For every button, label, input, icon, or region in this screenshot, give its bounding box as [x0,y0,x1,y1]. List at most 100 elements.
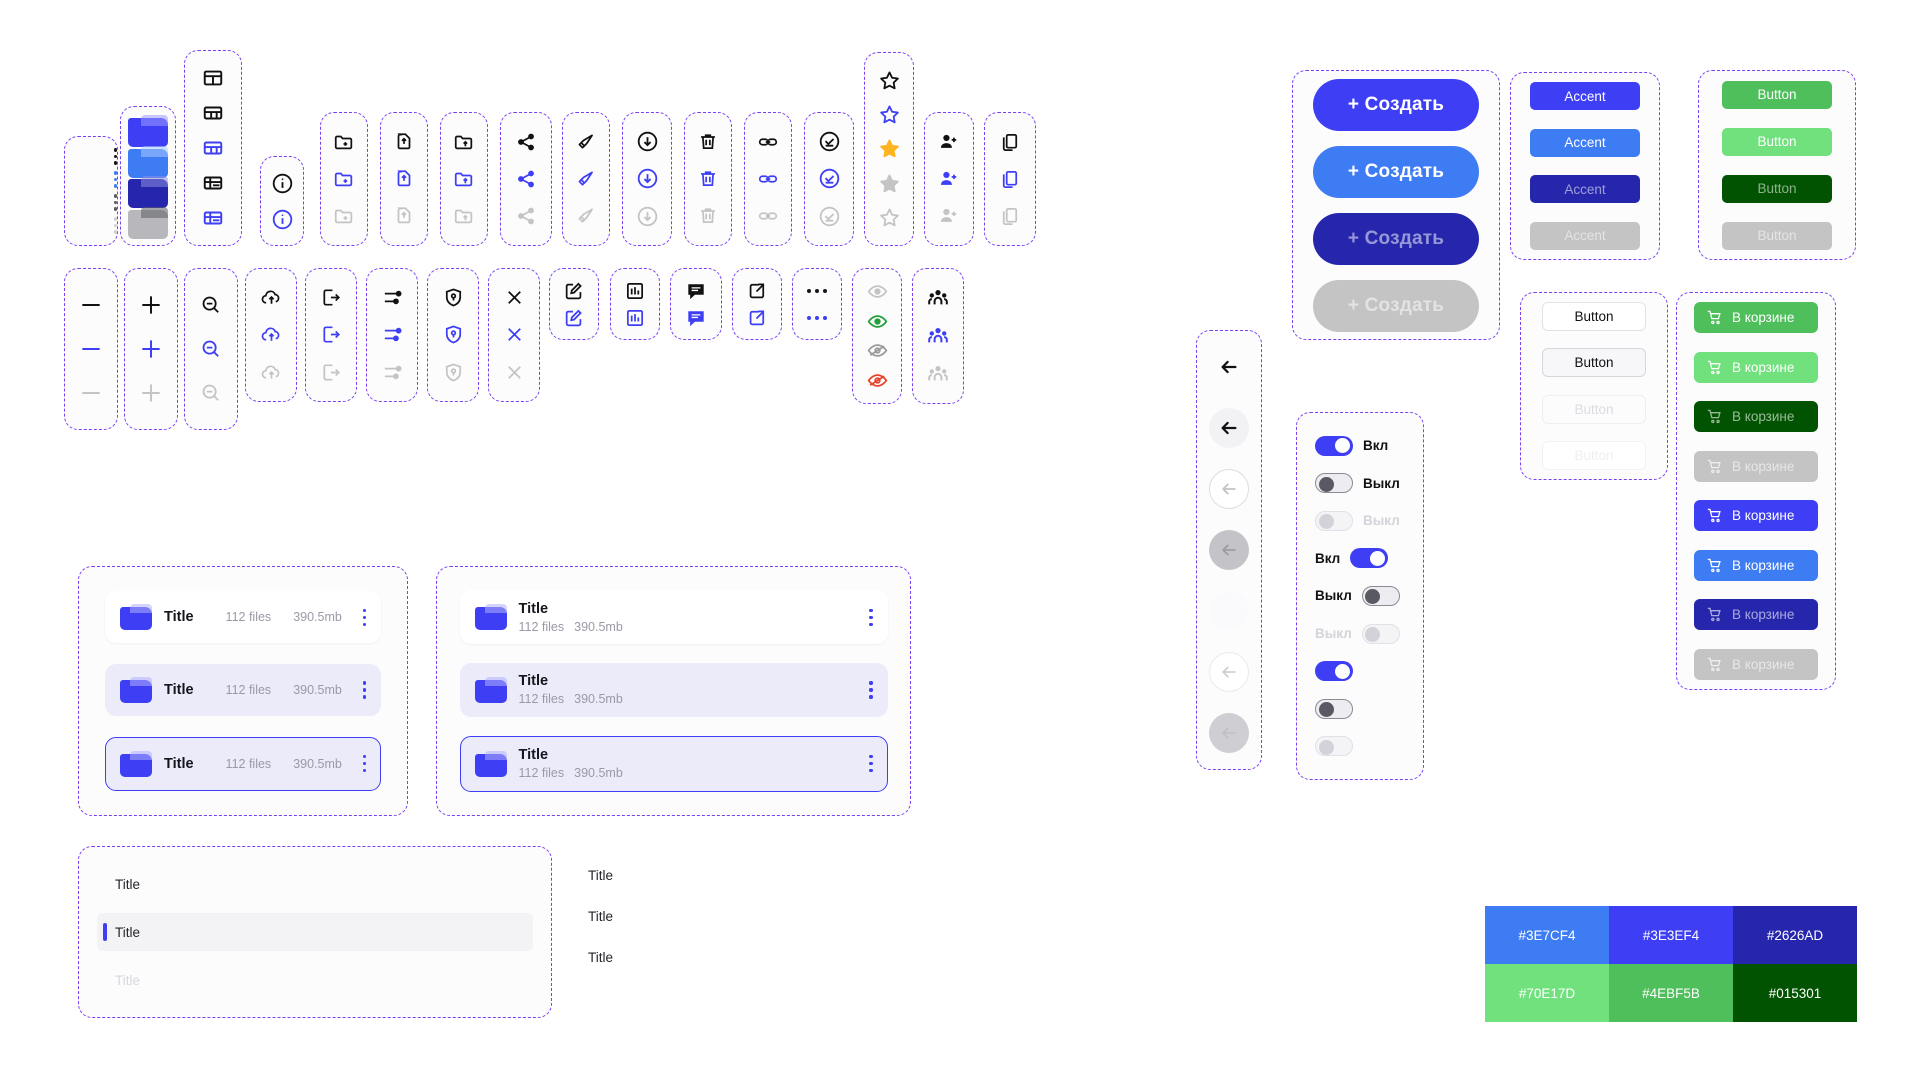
link-icon[interactable] [757,168,779,190]
comment-icon[interactable] [685,307,707,329]
toggle-row[interactable]: Выкл [1315,623,1400,644]
toggle-switch[interactable] [1315,698,1353,719]
check-circle-icon[interactable] [818,205,841,228]
toggle-row[interactable]: Вкл [1315,548,1389,569]
menu-row[interactable]: Title [115,972,141,988]
star-icon[interactable] [878,69,901,92]
toggle-switch[interactable] [1315,736,1353,757]
star-icon[interactable] [878,137,901,160]
info-circle-icon[interactable] [271,208,294,231]
share-icon[interactable] [515,131,537,153]
external-link-icon[interactable] [746,280,768,302]
file-card[interactable]: Title 112 files 390.5mb [105,663,381,716]
kebab-menu-icon[interactable] [113,194,117,211]
grid-view-icon[interactable] [202,67,224,89]
outline-button[interactable]: Button [1542,301,1646,331]
megaphone-icon[interactable] [575,205,597,227]
logout-icon[interactable] [320,323,343,346]
eye-icon[interactable] [866,280,889,303]
accent-chip[interactable]: Accent [1530,221,1640,250]
back-button[interactable] [1209,652,1249,692]
grid-view-icon[interactable] [202,102,224,124]
folder-icon[interactable] [128,145,168,178]
create-button[interactable]: + Создать [1313,279,1479,332]
eye-icon[interactable] [866,310,889,333]
minus-icon[interactable] [78,336,104,362]
accent-chip[interactable]: Accent [1530,175,1640,204]
folder-upload-icon[interactable] [453,131,475,153]
toggle-switch[interactable] [1315,435,1353,456]
sliders-icon[interactable] [381,323,404,346]
trash-icon[interactable] [697,168,719,190]
file-upload-icon[interactable] [393,205,415,227]
cart-button[interactable]: В корзине [1694,648,1818,680]
external-link-icon[interactable] [746,307,768,329]
kebab-menu-icon[interactable] [362,608,366,626]
kebab-menu-icon[interactable] [113,148,117,165]
trash-icon[interactable] [697,205,719,227]
cart-button[interactable]: В корзине [1694,450,1818,482]
toggle-row[interactable]: Выкл [1315,510,1400,531]
kebab-menu-icon[interactable] [362,681,366,699]
share-icon[interactable] [515,168,537,190]
cart-button[interactable]: В корзине [1694,401,1818,433]
minus-icon[interactable] [78,292,104,318]
kebab-menu-icon[interactable] [869,755,873,773]
megaphone-icon[interactable] [575,168,597,190]
plus-icon[interactable] [138,292,164,318]
copy-icon[interactable] [999,168,1021,190]
cart-button[interactable]: В корзине [1694,599,1818,631]
user-add-icon[interactable] [938,131,960,153]
plus-icon[interactable] [138,380,164,406]
folder-add-icon[interactable] [333,131,355,153]
kebab-menu-icon[interactable] [869,608,873,626]
sliders-icon[interactable] [381,361,404,384]
file-card[interactable]: Title 112 files 390.5mb [105,736,381,791]
check-circle-icon[interactable] [818,130,841,153]
info-circle-icon[interactable] [271,172,294,195]
toggle-switch[interactable] [1361,623,1400,644]
link-icon[interactable] [757,131,779,153]
copy-icon[interactable] [999,131,1021,153]
toggle-switch[interactable] [1315,510,1353,531]
cart-button[interactable]: В корзине [1694,549,1818,581]
folder-upload-icon[interactable] [453,168,475,190]
link-icon[interactable] [757,205,779,227]
star-icon[interactable] [878,206,901,229]
kebab-menu-icon[interactable] [869,681,873,699]
star-icon[interactable] [878,103,901,126]
comment-icon[interactable] [685,280,707,302]
megaphone-icon[interactable] [575,131,597,153]
star-icon[interactable] [878,172,901,195]
minus-icon[interactable] [78,380,104,406]
menu-row[interactable]: Title [97,913,533,951]
ellipsis-icon[interactable] [807,288,827,293]
file-card[interactable]: Title 112 files 390.5mb [459,662,888,717]
accent-chip[interactable]: Accent [1530,82,1640,111]
folder-add-icon[interactable] [333,205,355,227]
folder-upload-icon[interactable] [453,205,475,227]
download-circle-icon[interactable] [636,130,659,153]
check-circle-icon[interactable] [818,167,841,190]
logout-icon[interactable] [320,286,343,309]
folder-icon[interactable] [128,176,168,208]
download-circle-icon[interactable] [636,167,659,190]
back-button[interactable] [1209,591,1249,631]
folder-icon[interactable] [128,115,168,147]
download-circle-icon[interactable] [636,205,659,228]
plus-icon[interactable] [138,336,164,362]
list-view-icon[interactable] [202,172,224,194]
green-button[interactable]: Button [1722,80,1832,109]
back-button[interactable] [1209,347,1249,387]
back-button[interactable] [1209,530,1249,570]
eye-off-icon[interactable] [866,369,889,392]
cart-button[interactable]: В корзине [1694,351,1818,383]
file-card[interactable]: Title 112 files 390.5mb [459,735,888,792]
folder-icon[interactable] [128,206,168,239]
cart-button[interactable]: В корзине [1694,500,1818,532]
bar-chart-icon[interactable] [624,307,646,329]
kebab-menu-icon[interactable] [113,217,117,234]
zoom-out-icon[interactable] [199,337,223,361]
ellipsis-icon[interactable] [807,315,827,320]
cloud-upload-icon[interactable] [260,323,283,346]
